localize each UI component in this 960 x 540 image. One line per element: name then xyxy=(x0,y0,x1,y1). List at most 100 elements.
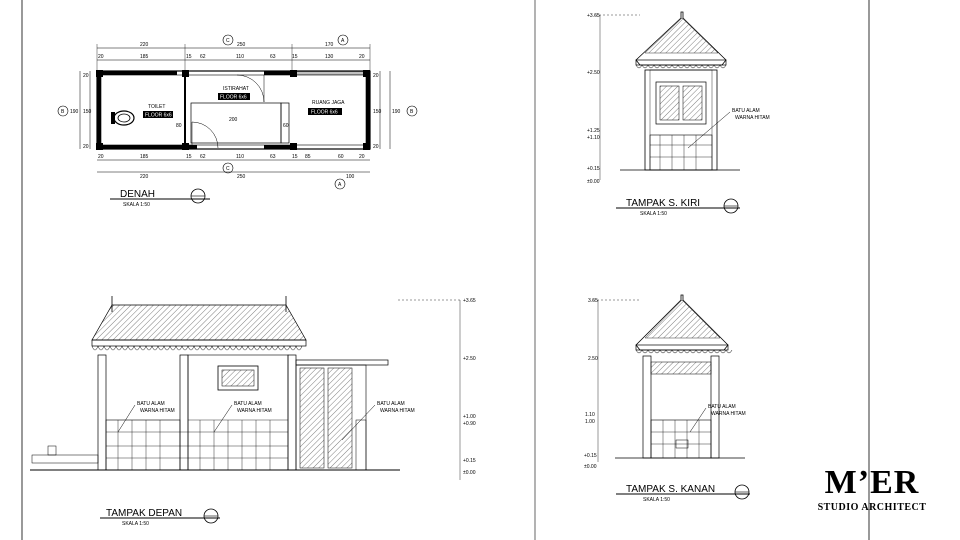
plan-door-swing xyxy=(236,74,265,103)
left-material-color: WARNA HITAM xyxy=(735,115,770,121)
right-level-2: 2.50 xyxy=(588,356,598,362)
plan-title: DENAH xyxy=(120,189,155,200)
front-material-color-3: WARNA HITAM xyxy=(380,408,415,414)
front-level-6: ±0.00 xyxy=(463,470,476,476)
right-title: TAMPAK S. KANAN xyxy=(626,484,715,495)
room-tag-toilet: FLOOR 6x6 xyxy=(145,113,172,119)
left-scale: SKALA 1:50 xyxy=(640,211,667,217)
plan-column-4 xyxy=(182,143,189,150)
dim-bottom-inner-9: 60 xyxy=(338,154,344,160)
dim-top-inner-6: 63 xyxy=(270,54,276,60)
front-material-color-2: WARNA HITAM xyxy=(237,408,272,414)
right-level-4: 1.00 xyxy=(585,419,595,425)
left-material-stone: BATU ALAM xyxy=(732,108,760,114)
brand-subtitle: STUDIO ARCHITECT xyxy=(817,502,927,513)
front-level-2: +2.50 xyxy=(463,356,476,362)
dim-left-1: 20 xyxy=(83,73,89,79)
right-level-6: ±0.00 xyxy=(584,464,597,470)
dim-left-4: 20 xyxy=(83,144,89,150)
dim-top-inner-7: 15 xyxy=(292,54,298,60)
plan-scale: SKALA 1:50 xyxy=(123,202,150,208)
dim-bottom-inner-10: 20 xyxy=(359,154,365,160)
grid-top-c: C xyxy=(226,38,230,44)
front-material-stone-3: BATU ALAM xyxy=(377,401,405,407)
left-elevation: BATU ALAM WARNA HITAM +3.65 +2.50 +1.25 … xyxy=(587,11,770,217)
grid-top-a: A xyxy=(341,38,345,44)
plan-wall-top-left xyxy=(97,71,177,75)
room-tag-rest: FLOOR 6x6 xyxy=(220,95,247,101)
grid-side-left: B xyxy=(61,109,65,115)
dim-left-3: 190 xyxy=(70,109,79,115)
dim-right-3: 190 xyxy=(392,109,401,115)
dim-bottom-inner-7: 15 xyxy=(292,154,298,160)
dim-bottom-inner-5: 110 xyxy=(236,154,244,160)
front-level-4: +0.90 xyxy=(463,421,476,427)
plan-column-8 xyxy=(363,143,370,150)
dim-bottom-inner-3: 15 xyxy=(186,154,192,160)
plan-column-1 xyxy=(96,70,103,77)
room-label-rest: ISTIRAHAT xyxy=(223,86,249,92)
front-level-5: +0.15 xyxy=(463,458,476,464)
dim-bottom-inner-6: 63 xyxy=(270,154,276,160)
dim-interior-3: 60 xyxy=(283,123,289,129)
right-material-color: WARNA HITAM xyxy=(711,411,746,417)
grid-bottom-c: C xyxy=(226,166,230,172)
right-scale: SKALA 1:50 xyxy=(643,497,670,503)
dim-right-1: 20 xyxy=(373,73,379,79)
front-material-stone-2: BATU ALAM xyxy=(234,401,262,407)
left-level-1: +3.65 xyxy=(587,13,600,19)
plan-wall-left xyxy=(97,71,101,149)
dim-top-outer-1: 220 xyxy=(140,42,149,48)
room-tag-guard: FLOOR 6x6 xyxy=(311,110,338,116)
toilet-fixture xyxy=(111,110,135,126)
dim-bottom-outer-1: 220 xyxy=(140,174,149,180)
room-label-guard: RUANG JAGA xyxy=(312,100,345,106)
plan-wall-bottom-mid xyxy=(264,145,292,149)
dim-top-inner-2: 185 xyxy=(140,54,149,60)
dim-left-2: 150 xyxy=(83,109,92,115)
dim-bottom-inner-2: 185 xyxy=(140,154,149,160)
studio-logo: M’ER STUDIO ARCHITECT xyxy=(812,464,932,514)
dim-interior-1: 80 xyxy=(176,123,182,129)
plan-column-6 xyxy=(290,143,297,150)
dim-bottom-outer-3: 100 xyxy=(346,174,355,180)
plan-column-5 xyxy=(290,70,297,77)
plan-bench xyxy=(190,102,282,144)
left-level-6: ±0.00 xyxy=(587,179,600,185)
right-material-stone: BATU ALAM xyxy=(708,404,736,410)
left-title: TAMPAK S. KIRI xyxy=(626,198,700,209)
front-scale: SKALA 1:50 xyxy=(122,521,149,527)
plan-column-2 xyxy=(96,143,103,150)
left-level-4: +1.10 xyxy=(587,135,600,141)
dim-bottom-outer-2: 250 xyxy=(237,174,246,180)
left-level-5: +0.15 xyxy=(587,166,600,172)
dim-bottom-inner-1: 20 xyxy=(98,154,104,160)
front-material-stone-1: BATU ALAM xyxy=(137,401,165,407)
grid-bottom-a: A xyxy=(338,182,342,188)
plan-column-7 xyxy=(363,70,370,77)
plan-wall-top-right xyxy=(264,71,292,75)
right-level-5: +0.15 xyxy=(584,453,597,459)
dim-interior-2: 200 xyxy=(229,117,238,123)
dim-right-2: 150 xyxy=(373,109,382,115)
grid-side-right: B xyxy=(410,109,414,115)
front-level-1: +3.65 xyxy=(463,298,476,304)
dim-bottom-inner-4: 62 xyxy=(200,154,206,160)
right-level-3: 1.10 xyxy=(585,412,595,418)
left-level-2: +2.50 xyxy=(587,70,600,76)
front-material-color-1: WARNA HITAM xyxy=(140,408,175,414)
plan-wall-bottom-left xyxy=(97,145,197,149)
brand-name: M’ER xyxy=(824,464,920,501)
plan-column-3 xyxy=(182,70,189,77)
dim-top-inner-4: 62 xyxy=(200,54,206,60)
front-elevation: BATU ALAM WARNA HITAM BATU ALAM WARNA HI… xyxy=(30,296,476,527)
dim-top-inner-9: 20 xyxy=(359,54,365,60)
dim-bottom-inner-8: 85 xyxy=(305,154,311,160)
front-level-3: +1.00 xyxy=(463,414,476,420)
room-label-toilet: TOILET xyxy=(148,104,165,110)
dim-top-inner-8: 130 xyxy=(325,54,334,60)
dim-top-inner-1: 20 xyxy=(98,54,104,60)
dim-top-outer-2: 250 xyxy=(237,42,246,48)
left-level-3: +1.25 xyxy=(587,128,600,134)
